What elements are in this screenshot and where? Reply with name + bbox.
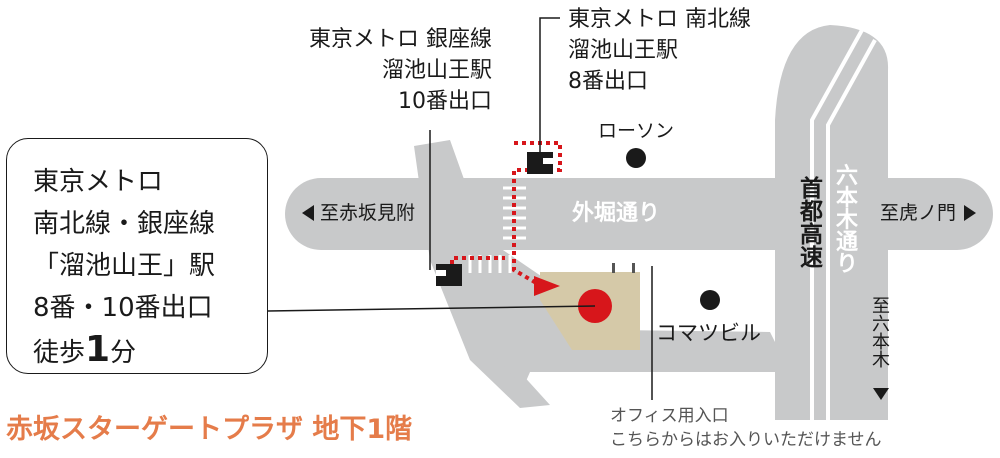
road-east-label: 至虎ノ門	[880, 202, 957, 224]
south-char-3: 本	[872, 332, 890, 353]
callout-leader	[267, 305, 596, 312]
exit-8-line-1: 東京メトロ 南北線	[568, 7, 751, 32]
office-note-line-1: オフィス用入口	[610, 406, 729, 426]
building-title: 赤坂スターゲートプラザ 地下1階	[6, 414, 413, 445]
exit-10-line-2: 溜池山王駅	[381, 58, 492, 83]
south-char-1: 至	[872, 296, 890, 317]
exit-10-line-3: 10番出口	[398, 89, 492, 114]
road-west-label: 至赤坂見附	[320, 202, 416, 224]
exit-10-line-1: 東京メトロ 銀座線	[309, 27, 492, 52]
south-char-2: 六	[872, 314, 890, 335]
exit-8-line-2: 溜池山王駅	[568, 38, 679, 63]
expressway-char-1: 首	[800, 176, 823, 202]
office-door-1	[612, 263, 615, 273]
walk-minutes: 1	[85, 329, 111, 370]
roppongi-char-3: 木	[836, 208, 859, 233]
south-direction-label: 至 六 本 木	[872, 298, 890, 370]
south-char-4: 木	[872, 350, 890, 371]
komatsu-dot	[700, 290, 720, 310]
expressway-stripe	[810, 29, 864, 420]
roppongi-char-1: 六	[836, 164, 859, 189]
road-main-label: 外堀通り	[572, 201, 661, 226]
office-note: オフィス用入口 こちらからはお入りいただけません	[610, 404, 882, 452]
callout-line-2: 南北線・銀座線	[33, 209, 216, 239]
lawson-dot	[626, 148, 646, 168]
walk-suffix: 分	[110, 338, 137, 368]
roppongi-char-4: 通	[836, 230, 859, 255]
lawson-label: ローソン	[598, 120, 675, 142]
exit-8-label: 東京メトロ 南北線 溜池山王駅 8番出口	[568, 4, 751, 97]
office-note-line-2: こちらからはお入りいただけません	[610, 430, 882, 450]
walk-prefix: 徒歩	[33, 338, 86, 368]
callout-line-3: 「溜池山王」駅	[33, 251, 216, 281]
callout-walk: 徒歩1分	[33, 329, 267, 374]
route-arrow	[534, 276, 560, 296]
roppongi-dori-label: 六 本 木 通 り	[836, 166, 858, 276]
roppongi-char-2: 本	[836, 186, 859, 211]
office-door-2	[632, 263, 635, 273]
exit-8-line-3: 8番出口	[568, 69, 648, 94]
expressway-road	[775, 25, 889, 420]
west-arrow	[302, 205, 314, 221]
expressway-stripe-2	[826, 39, 877, 420]
komatsu-label: コマツビル	[656, 321, 761, 345]
callout-line-1: 東京メトロ	[33, 167, 164, 197]
exit-8-icon	[527, 152, 553, 174]
expressway-char-3: 高	[800, 222, 823, 248]
access-callout: 東京メトロ 南北線・銀座線 「溜池山王」駅 8番・10番出口 徒歩1分	[6, 138, 268, 374]
roppongi-char-5: り	[836, 252, 859, 277]
walking-route-west	[450, 256, 505, 272]
callout-line-4: 8番・10番出口	[33, 293, 213, 323]
expressway-char-4: 速	[800, 245, 823, 271]
exit-10-icon	[436, 264, 462, 286]
south-arrow	[873, 388, 889, 400]
exit-8-leader	[539, 17, 560, 152]
expressway-label: 首 都 高 速	[800, 178, 823, 270]
expressway-char-2: 都	[800, 199, 823, 225]
east-arrow	[964, 205, 976, 221]
exit-10-label: 東京メトロ 銀座線 溜池山王駅 10番出口	[309, 24, 492, 117]
